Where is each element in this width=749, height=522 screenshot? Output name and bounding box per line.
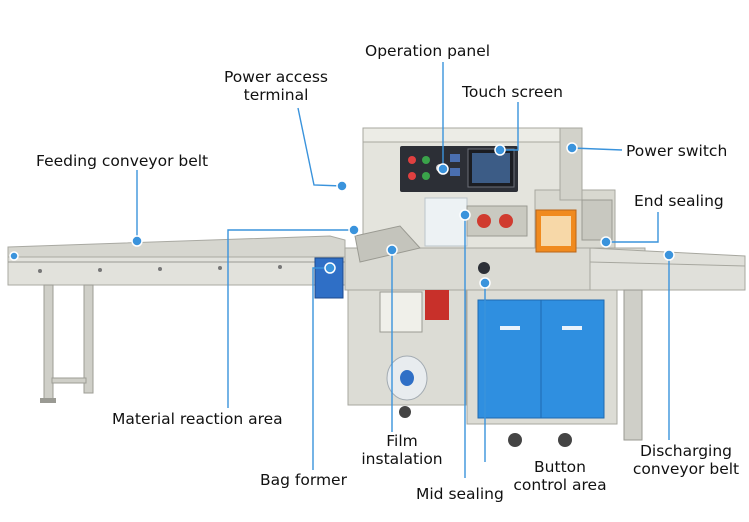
label-touch-screen: Touch screen — [462, 83, 563, 101]
blue-cabinet — [466, 289, 618, 447]
label-power-access-terminal-line2: terminal — [243, 86, 309, 104]
label-bag-former: Bag former — [260, 471, 347, 489]
leader-dots — [9, 142, 675, 289]
label-feeding-conveyor-belt: Feeding conveyor belt — [36, 152, 209, 170]
label-power-switch: Power switch — [626, 142, 728, 160]
discharging-conveyor — [589, 247, 746, 441]
label-film-installation-line2: instalation — [361, 450, 443, 468]
leader-lines — [136, 62, 670, 478]
label-discharging-conveyor-belt-line1: Discharging — [639, 442, 733, 460]
label-button-control-area-line1: Button — [534, 458, 586, 476]
control-panel — [400, 146, 518, 192]
label-mid-sealing: Mid sealing — [416, 485, 504, 503]
label-power-access-terminal: Power access terminal — [214, 68, 338, 104]
label-film-installation-line1: Film — [386, 432, 418, 450]
label-button-control-area: Button control area — [502, 458, 618, 494]
feeding-conveyor — [7, 235, 346, 403]
label-power-access-terminal-line1: Power access — [223, 68, 329, 86]
label-material-reaction-area: Material reaction area — [112, 410, 283, 428]
label-button-control-area-line2: control area — [513, 476, 607, 494]
label-operation-panel: Operation panel — [365, 42, 491, 60]
label-discharging-conveyor-belt: Discharging conveyor belt — [624, 442, 748, 478]
label-discharging-conveyor-belt-line2: conveyor belt — [632, 460, 740, 478]
label-end-sealing: End sealing — [634, 192, 724, 210]
label-film-installation: Film instalation — [348, 432, 456, 468]
mechanisms — [314, 197, 613, 418]
